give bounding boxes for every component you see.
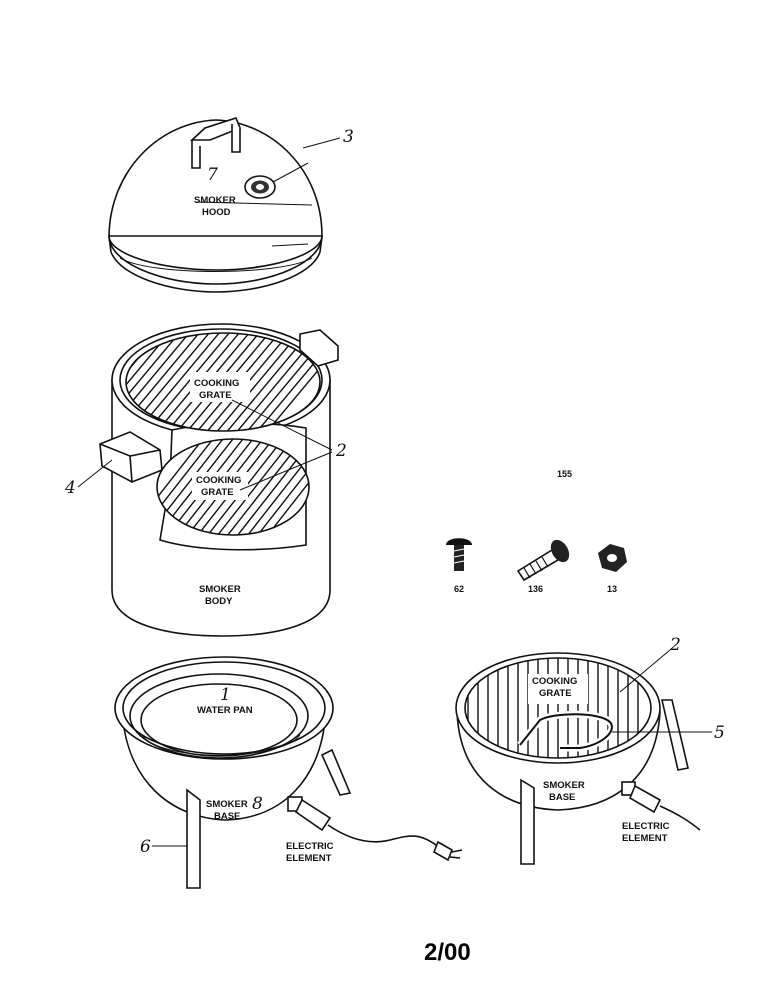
grate-right-label-line1: COOKING	[532, 676, 577, 687]
thermometer-callout: 3	[343, 127, 354, 147]
grate-callout-right: 2	[669, 635, 681, 655]
grate-upper-label-line1: COOKING	[194, 378, 239, 389]
grate-callout-left: 2	[335, 441, 347, 461]
water-pan-number: 1	[220, 685, 231, 705]
electric-element-cord-right	[621, 781, 701, 831]
element-left-label-line1: ELECTRIC	[286, 841, 334, 852]
grate-upper-label-line2: GRATE	[199, 390, 232, 401]
base-leg-right-icon	[520, 778, 535, 865]
base-left-marker: 8	[252, 794, 263, 814]
gasket-ring-icon	[434, 396, 590, 482]
base-leg-callout: 6	[140, 837, 151, 857]
base-left-label-line2: BASE	[214, 811, 240, 822]
smoker-hood	[108, 117, 341, 293]
hood-handle-icon	[189, 117, 242, 169]
smoker-base-left	[114, 656, 463, 889]
date-code: 2/00	[424, 939, 471, 966]
gasket-part-number: 155	[557, 469, 572, 479]
hood-part-number: 7	[207, 165, 218, 185]
grate-right-label-line2: GRATE	[539, 688, 572, 699]
screw-part-number: 136	[528, 584, 543, 594]
nut-icon	[598, 544, 627, 572]
element-right-label-line1: ELECTRIC	[622, 821, 670, 832]
base-leg-left-icon	[186, 788, 201, 889]
body-handle-right-icon	[299, 329, 339, 367]
element-callout-right: 5	[714, 723, 725, 743]
element-right-label-line2: ELEMENT	[622, 833, 668, 844]
base-right-label-line2: BASE	[549, 792, 575, 803]
grate-lower-label-line1: COOKING	[196, 475, 241, 486]
nut-part-number: 13	[607, 584, 617, 594]
element-left-label-line2: ELEMENT	[286, 853, 332, 864]
electric-element-cord-left	[287, 796, 463, 862]
water-pan-label: WATER PAN	[197, 705, 253, 716]
hood-label-line1: SMOKER	[194, 195, 236, 206]
thermometer-icon	[244, 175, 276, 199]
screw-icon	[516, 539, 570, 582]
body-handle-callout: 4	[64, 478, 76, 498]
bolt-part-number: 62	[454, 584, 464, 594]
base-left-label-line1: SMOKER	[206, 799, 248, 810]
bolt-icon	[446, 538, 472, 571]
body-label-line2: BODY	[205, 596, 233, 607]
body-label-line1: SMOKER	[199, 584, 241, 595]
grate-lower-label-line2: GRATE	[201, 487, 234, 498]
base-right-label-line1: SMOKER	[543, 780, 585, 791]
hood-label-line2: HOOD	[202, 207, 231, 218]
